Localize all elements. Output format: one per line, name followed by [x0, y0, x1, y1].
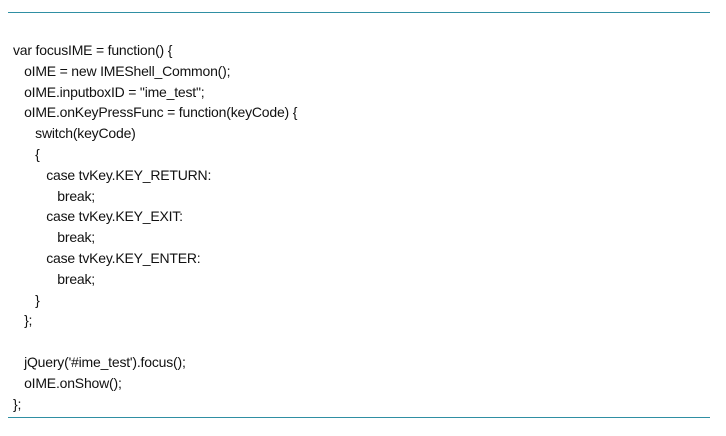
code-line-11: case tvKey.KEY_ENTER: — [13, 249, 201, 266]
code-line-8: break; — [13, 187, 95, 204]
code-line-2: oIME = new IMEShell_Common(); — [13, 62, 231, 79]
code-line-9: case tvKey.KEY_EXIT: — [13, 208, 183, 225]
code-block: var focusIME = function() { oIME = new I… — [8, 12, 710, 418]
code-line-1: var focusIME = function() { — [13, 42, 173, 58]
code-line-3: oIME.inputboxID = "ime_test"; — [13, 83, 205, 100]
code-line-7: case tvKey.KEY_RETURN: — [13, 166, 212, 183]
code-line-15 — [13, 331, 297, 352]
code-line-13: } — [13, 291, 40, 308]
code-line-16: jQuery('#ime_test').focus(); — [13, 353, 186, 370]
code-lines: var focusIME = function() { oIME = new I… — [13, 40, 297, 414]
code-line-12: break; — [13, 270, 95, 287]
code-line-18: }; — [13, 395, 22, 412]
code-line-17: oIME.onShow(); — [13, 374, 122, 391]
code-line-14: }; — [13, 312, 33, 329]
code-line-6: { — [13, 145, 40, 162]
code-line-10: break; — [13, 229, 95, 246]
code-line-5: switch(keyCode) — [13, 125, 136, 142]
code-line-4: oIME.onKeyPressFunc = function(keyCode) … — [13, 104, 298, 121]
